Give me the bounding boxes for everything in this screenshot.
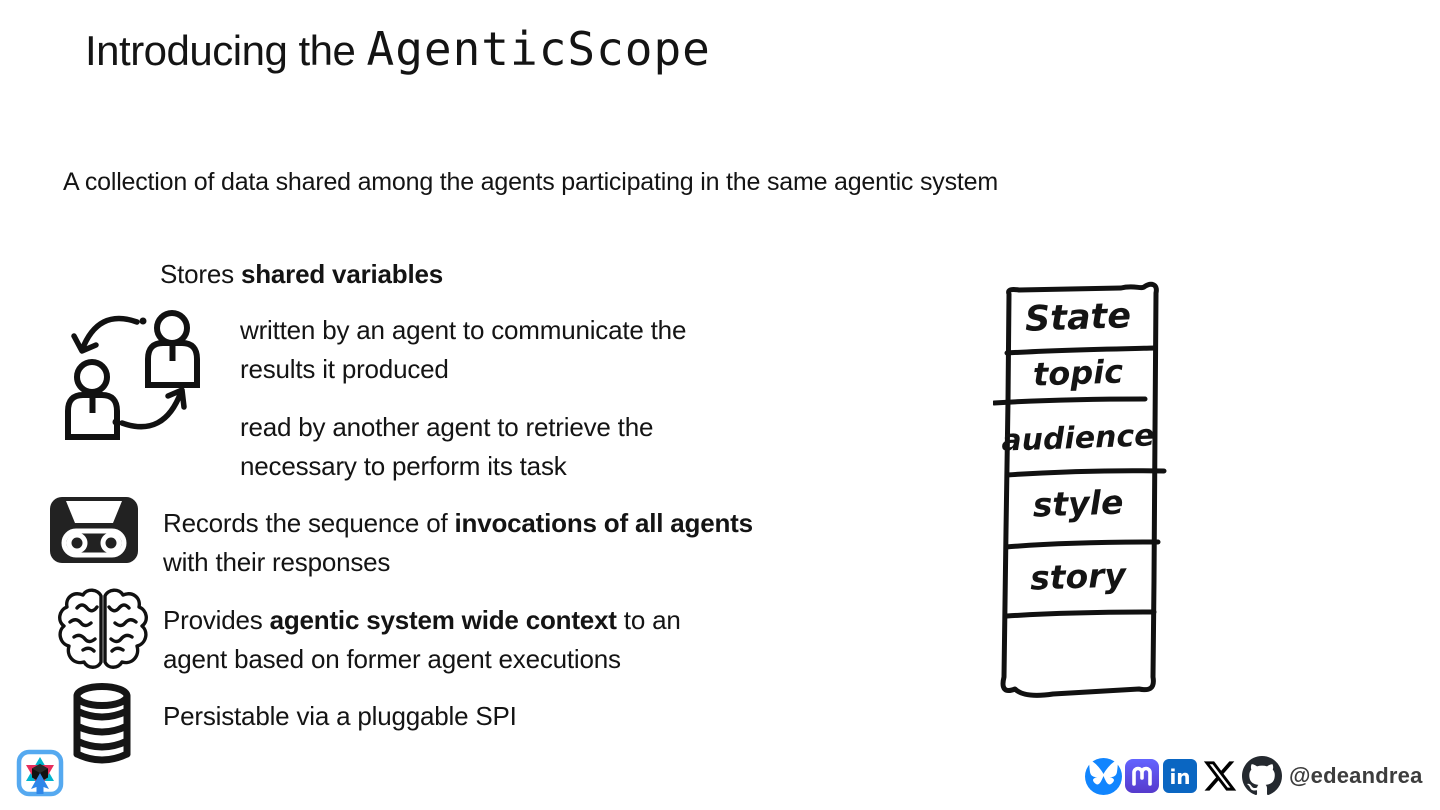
state-stack-diagram: State topic audience style story: [993, 281, 1169, 705]
conference-logo-icon[interactable]: [16, 749, 64, 797]
bullet-stores: Stores shared variables: [160, 255, 443, 294]
social-handle[interactable]: @edeandrea: [1289, 763, 1423, 788]
subtitle: A collection of data shared among the ag…: [63, 168, 998, 196]
sub-bullet-written: written by an agent to communicate the r…: [240, 315, 687, 384]
linkedin-in-label: in: [1169, 765, 1190, 789]
bullet-records: Records the sequence of invocations of a…: [163, 504, 763, 582]
people-exchange-icon: [58, 302, 203, 442]
bullet-persistable: Persistable via a pluggable SPI: [163, 697, 763, 736]
stack-row-style: style: [1032, 482, 1124, 525]
title-prefix: Introducing the: [85, 27, 367, 74]
cassette-icon: [50, 497, 138, 563]
stack-row-story: story: [1029, 555, 1127, 598]
bullet-stores-bold: shared variables: [240, 259, 444, 289]
linkedin-icon[interactable]: in: [1162, 758, 1198, 794]
social-links: in @edeandrea: [1085, 756, 1423, 796]
github-icon[interactable]: [1242, 756, 1282, 796]
x-icon[interactable]: [1200, 758, 1240, 794]
bullet-records-post: with their responses: [163, 547, 391, 577]
bullet-provides: Provides agentic system wide context to …: [163, 601, 723, 679]
bullet-provides-pre: Provides: [163, 605, 270, 635]
brain-icon: [56, 586, 150, 670]
title-code-word: AgenticScope: [366, 22, 711, 76]
bullet-provides-post: to an agent based on former agent execut…: [163, 605, 681, 674]
bluesky-icon[interactable]: [1085, 757, 1122, 795]
stack-row-topic: topic: [1032, 352, 1124, 394]
bullet-records-bold: invocations of all agents: [454, 508, 754, 538]
page-title: Introducing the AgenticScope: [85, 22, 711, 76]
bullet-provides-bold: agentic system wide context: [269, 605, 617, 635]
stack-frame: [993, 281, 1167, 698]
database-icon: [70, 683, 134, 767]
mastodon-icon[interactable]: [1124, 758, 1160, 794]
bullet-records-pre: Records the sequence of: [163, 508, 455, 538]
stack-row-state: State: [1024, 296, 1132, 340]
stack-row-audience: audience: [1000, 418, 1156, 459]
sub-bullet-read: read by another agent to retrieve the ne…: [240, 412, 654, 481]
bullet-persistable-pre: Persistable via a pluggable SPI: [163, 701, 517, 731]
bullet-stores-pre: Stores: [160, 259, 241, 289]
